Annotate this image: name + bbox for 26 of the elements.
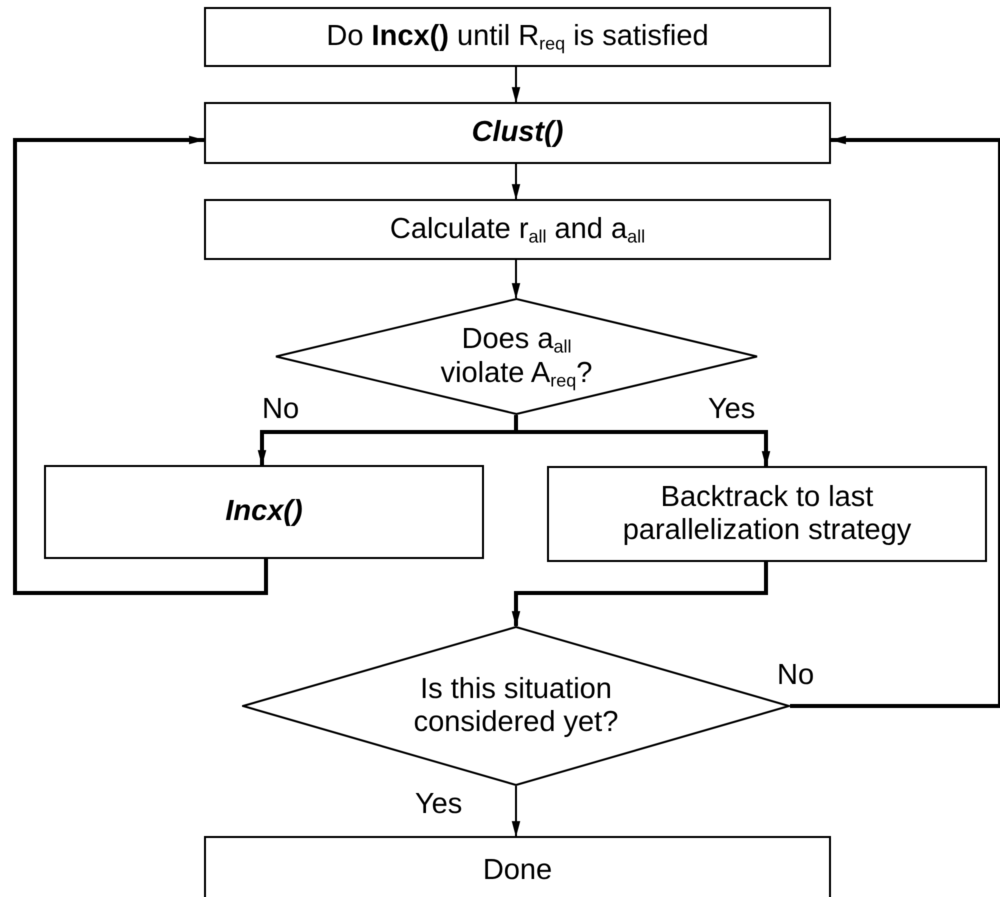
edge-label: Yes (708, 395, 756, 424)
process-box (44, 465, 484, 559)
decision-text: Is this situation considered yet? (412, 672, 620, 740)
edge-label: No (262, 395, 300, 424)
box-label: Incx() (225, 495, 303, 529)
process-box (204, 102, 831, 164)
process-box (204, 199, 831, 260)
edge-label: Yes (415, 790, 462, 819)
arrow (13, 136, 268, 595)
box-label: Calculate r$_{all}$ and a$_{all}$ (390, 212, 646, 246)
box-label: Backtrack to last parallelization strategy (622, 480, 912, 548)
arrow (512, 562, 768, 628)
process-box (204, 836, 831, 897)
decision-text: Does a$_{all}$ violate A$_{req}$? (440, 323, 594, 390)
arrow (512, 260, 520, 300)
box-label: Do Incx() until R$_{req}$ is satisfied (326, 20, 709, 54)
box-label: Clust() (472, 116, 564, 150)
arrow (790, 136, 1000, 708)
edge-label: No (777, 661, 814, 690)
box-label: Done (482, 854, 552, 888)
arrow (512, 164, 520, 200)
process-box (547, 466, 987, 562)
process-box (204, 7, 831, 67)
arrow (514, 415, 770, 468)
arrow (512, 786, 520, 838)
arrow (512, 67, 520, 104)
